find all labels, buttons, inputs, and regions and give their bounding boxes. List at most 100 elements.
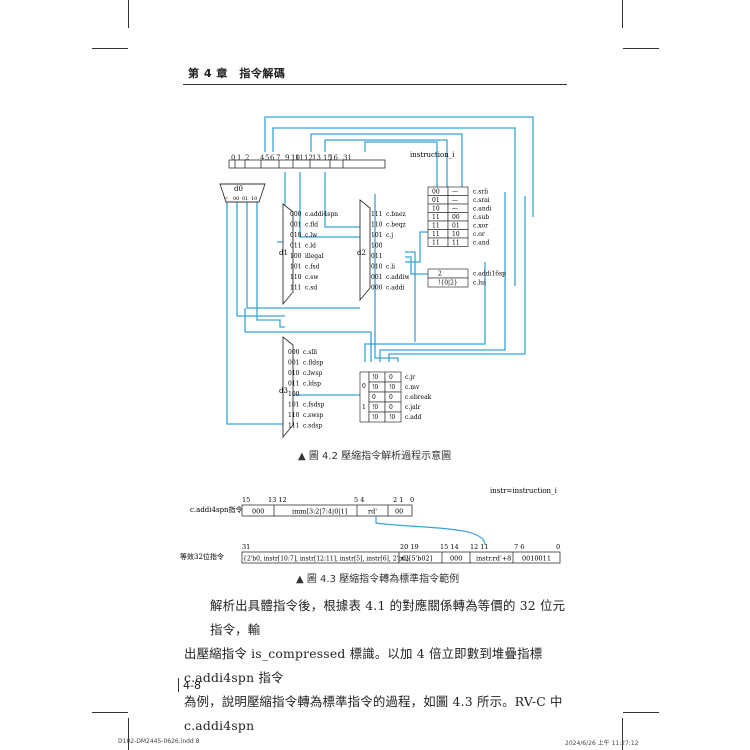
table-cell-text: 10: [432, 206, 440, 213]
bit-position-label: 16: [329, 154, 338, 162]
table-cell-text: —: [452, 189, 458, 196]
table-cell: [427, 277, 469, 288]
bit-position-label: 0: [231, 154, 235, 162]
d0-output-label: 00: [233, 196, 239, 202]
instr-note: instr=instruction_i: [490, 487, 558, 495]
table-cell-text: c.lui: [473, 280, 486, 287]
d3-label: d3: [279, 387, 288, 395]
table-cell-text: 01: [432, 197, 440, 204]
mux-row-name: c.sw: [305, 274, 319, 281]
d2-label: d2: [357, 249, 366, 257]
bit-position-label: 10: [291, 154, 300, 162]
table-cell-text: 0: [389, 404, 393, 411]
mux-row-code: 101: [288, 402, 299, 409]
mux-row-name: c.li: [386, 264, 395, 271]
table-cell: [384, 411, 402, 423]
bit-position-label: 31: [343, 154, 352, 162]
table-cell-text: c.addi16sp: [473, 271, 506, 278]
mux-row-name: c.sdsp: [303, 423, 322, 430]
field-label: rd': [368, 508, 377, 516]
page-number: 4-8: [183, 679, 201, 692]
bit-position-label: 4: [260, 154, 265, 162]
table-cell-text: —: [452, 197, 458, 204]
mux-row-name: c.swsp: [303, 412, 324, 419]
table-cell-text: c.jr: [405, 374, 415, 381]
mux-row-name: c.sd: [305, 285, 317, 292]
mux-row-code: 110: [371, 222, 383, 229]
bit-position-label: 2 1: [393, 496, 403, 504]
bit-position-label: 31: [242, 543, 250, 551]
field-label: imm[3:2|7:4|0|1]: [292, 508, 347, 516]
mux-row-code: 011: [371, 253, 382, 260]
mux-row-code: 101: [290, 264, 301, 271]
table-cell-text: c.add: [405, 414, 422, 421]
jr-side-cell: [359, 371, 370, 423]
field-label: 00: [395, 508, 403, 516]
bit-position-label: 6: [270, 154, 275, 162]
table-cell: [384, 401, 402, 413]
table-cell: [447, 237, 469, 247]
mux-row-code: 010: [290, 232, 302, 239]
body-line-1: 解析出具體指令後，根據表 4.1 的對應關係轉為等價的 32 位元指令，輸: [210, 598, 566, 637]
bit-position-label: 0: [410, 496, 414, 504]
mux-row-code: 001: [290, 222, 301, 229]
table-cell-text: !0: [389, 384, 395, 391]
bit-position-label: 1: [237, 154, 241, 162]
mux-row-name: c.j: [386, 232, 393, 239]
table-cell-text: !0: [372, 414, 378, 421]
bit-position-label: 12: [304, 154, 313, 162]
table-cell-text: !0: [389, 414, 395, 421]
figure-4-3-caption: ▲ 圖 4.3 壓縮指令轉為標準指令範例: [296, 574, 460, 585]
d0-output-label: 01: [242, 196, 248, 202]
table-cell-text: 0: [389, 394, 393, 401]
table-cell-text: c.sub: [473, 214, 489, 221]
table-cell-text: 0: [389, 374, 393, 381]
mux-row-code: 011: [290, 243, 301, 250]
table-cell-text: 2: [438, 271, 442, 278]
mux-row-name: c.bnez: [386, 211, 406, 218]
instruction-label: instruction_i: [410, 151, 455, 159]
mux-row-name: c.lw: [305, 232, 318, 239]
footer-left: D102-DM2445-0626.indd 8: [118, 738, 200, 745]
mux-row-name: c.addiw: [386, 274, 410, 281]
field-label: 000: [252, 508, 264, 516]
d0-mux: [219, 183, 266, 203]
mux-row-code: 001: [371, 274, 382, 281]
bit-position-label: 12 11: [470, 543, 489, 551]
table-cell: [384, 371, 402, 383]
d1-label: d1: [279, 249, 288, 257]
table-cell-text: !0: [372, 374, 378, 381]
d1-mux: [282, 203, 294, 306]
chapter-header: 第 4 章 指令解碼: [188, 67, 286, 80]
mux-row-code: 000: [288, 349, 300, 356]
jr-side-label: 0: [362, 383, 366, 390]
table-cell-text: c.mv: [405, 384, 420, 391]
mux-row-code: 000: [371, 285, 383, 292]
figure-4-2-caption: ▲ 圖 4.2 壓縮指令解析過程示意圖: [298, 451, 452, 462]
page-number-bar: [178, 678, 179, 692]
mux-row-name: c.lwsp: [303, 370, 322, 377]
field-label: {2'b0, instr[10:7], instr[12:11], instr[…: [243, 556, 410, 563]
body-line-3: 為例，說明壓縮指令轉為標準指令的過程，如圖 4.3 所示。RV-C 中 c.ad…: [184, 694, 563, 733]
table-cell-text: c.and: [473, 240, 490, 247]
d3-mux: [282, 336, 294, 439]
table-cell: [384, 391, 402, 403]
table-cell-text: 11: [432, 214, 440, 221]
bit-position-label: 11: [295, 154, 304, 162]
jr-side-label: 1: [362, 404, 366, 411]
mux-row-name: c.slli: [303, 349, 317, 356]
table-cell-text: c.srli: [473, 189, 488, 196]
table-cell-text: 01: [452, 223, 460, 230]
bit-position-label: 13 12: [268, 496, 287, 504]
mux-row-name: c.addi: [386, 285, 405, 292]
table-cell-text: 00: [432, 189, 440, 196]
body-line-2: 出壓縮指令 is_compressed 標識。以加 4 倍立即數到堆疊指標 c.…: [184, 646, 543, 685]
table-cell-text: !{0|2}: [438, 280, 458, 287]
header-rule: [183, 84, 567, 85]
table-cell-text: 10: [452, 231, 460, 238]
bit-position-label: 13: [312, 154, 321, 162]
mux-row-name: c.ldsp: [303, 381, 321, 388]
top-label: c.addi4spn指令: [190, 505, 243, 514]
bit-position-label: 7 6: [514, 543, 524, 551]
